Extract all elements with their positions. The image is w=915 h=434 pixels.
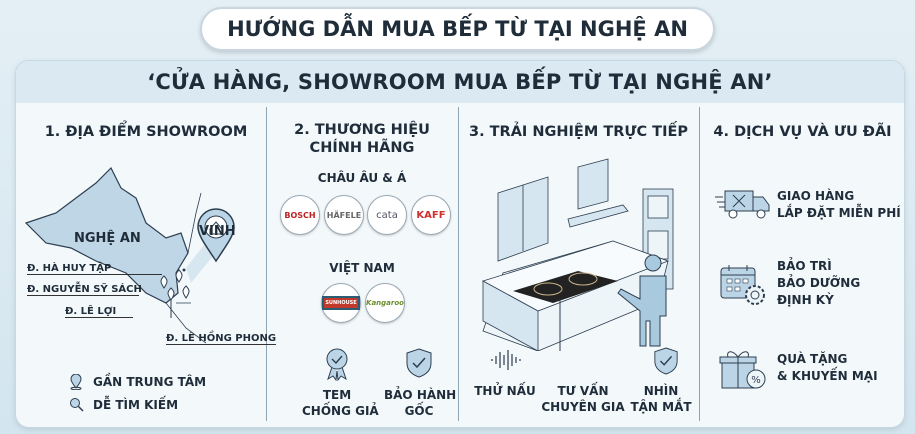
service-label: LẮP ĐẶT MIỄN PHÍ [777,206,901,220]
award-ribbon-icon [326,348,348,381]
service-label: QUÀ TẶNG [777,352,848,366]
feature-label: GẦN TRUNG TÂM [93,375,207,389]
search-icon [70,398,84,412]
subtitle-band: ‘CỬA HÀNG, SHOWROOM MUA BẾP TỪ TẠI NGHỆ … [16,61,904,103]
experience-label: CHUYÊN GIA [541,400,625,414]
badge-label: GỐC [404,404,434,418]
section-brands: 2. THƯƠNG HIỆU CHÍNH HÃNG CHÂU ÂU & Á BO… [266,103,458,427]
service-label: ĐỊNH KỲ [777,293,834,307]
street-label: Đ. NGUYỄN SỸ SÁCH [27,284,142,296]
service-label: BẢO TRÌ [777,259,832,273]
brand-logo-kangaroo: Kangaroo [365,283,405,323]
divider [699,107,700,421]
brand-logo-kaff: KAFF [411,195,451,235]
brand-group-label: VIỆT NAM [329,261,395,275]
brand-group-label: CHÂU ÂU & Á [317,171,407,185]
section-services: 4. DỊCH VỤ VÀ ƯU ĐÃI GIAO HÀNG LẮP ĐẶT M… [699,103,904,427]
brand-logo-cata: cata [367,195,407,235]
brand-logo-sunhouse: SUNHOUSE [321,283,361,323]
divider [458,107,459,421]
service-label: BẢO DƯỠNG [777,276,861,290]
badge-label: CHỐNG GIẢ [302,404,379,418]
section-heading: 2. THƯƠNG HIỆU [294,122,430,138]
street-label: Đ. HÀ HUY TẬP [27,263,162,275]
badge-label: BẢO HÀNH [384,388,457,402]
location-pin-icon [70,374,82,390]
experience-label: TƯ VẤN [557,384,609,398]
street-label: Đ. LÊ LỢI [65,306,133,318]
shield-check-icon [406,348,432,378]
sunhouse-text: SUNHOUSE [322,296,360,310]
section-heading: 4. DỊCH VỤ VÀ ƯU ĐÃI [713,124,892,140]
gift-discount-icon: % [719,351,766,389]
service-label: GIAO HÀNG [777,189,855,203]
svg-text:%: % [751,375,761,386]
brand-logo-bosch: BOSCH [280,195,320,235]
feature-label: DỄ TÌM KIẾM [93,398,179,412]
experience-label: NHÌN [643,384,679,398]
section-heading: 1. ĐỊA ĐIỂM SHOWROOM [44,124,248,140]
service-label: & KHUYẾN MẠI [777,369,878,383]
info-card: ‘CỬA HÀNG, SHOWROOM MUA BẾP TỪ TẠI NGHỆ … [15,60,905,428]
divider [266,107,267,421]
kitchen-illustration [481,158,674,351]
calendar-gear-icon [720,265,765,305]
brand-logo-hafele: HÄFELE [324,195,364,235]
street-pins [160,269,190,318]
street-label: Đ. LÊ HỒNG PHONG [166,333,277,345]
section-showroom: 1. ĐỊA ĐIỂM SHOWROOM NGHỆ AN VINH Đ. HÀ … [16,103,277,427]
section-heading: 3. TRẢI NGHIỆM TRỰC TIẾP [469,124,688,140]
city-label: VINH [199,224,236,239]
home-pin-icon [197,208,235,263]
main-title: HƯỚNG DẪN MUA BẾP TỪ TẠI NGHỆ AN [200,7,715,51]
section-heading: CHÍNH HÃNG [309,140,415,156]
section-experience: 3. TRẢI NGHIỆM TRỰC TIẾP THỬ NẤU TƯ VẤN … [458,103,699,427]
experience-label: TẬN MẮT [630,400,692,414]
experience-label: THỬ NẤU [474,384,536,398]
sound-wave-icon [491,350,521,370]
delivery-truck-icon [715,190,770,219]
region-label: NGHỆ AN [74,231,141,246]
badge-label: TEM [322,388,352,402]
shield-check-icon [654,347,678,375]
